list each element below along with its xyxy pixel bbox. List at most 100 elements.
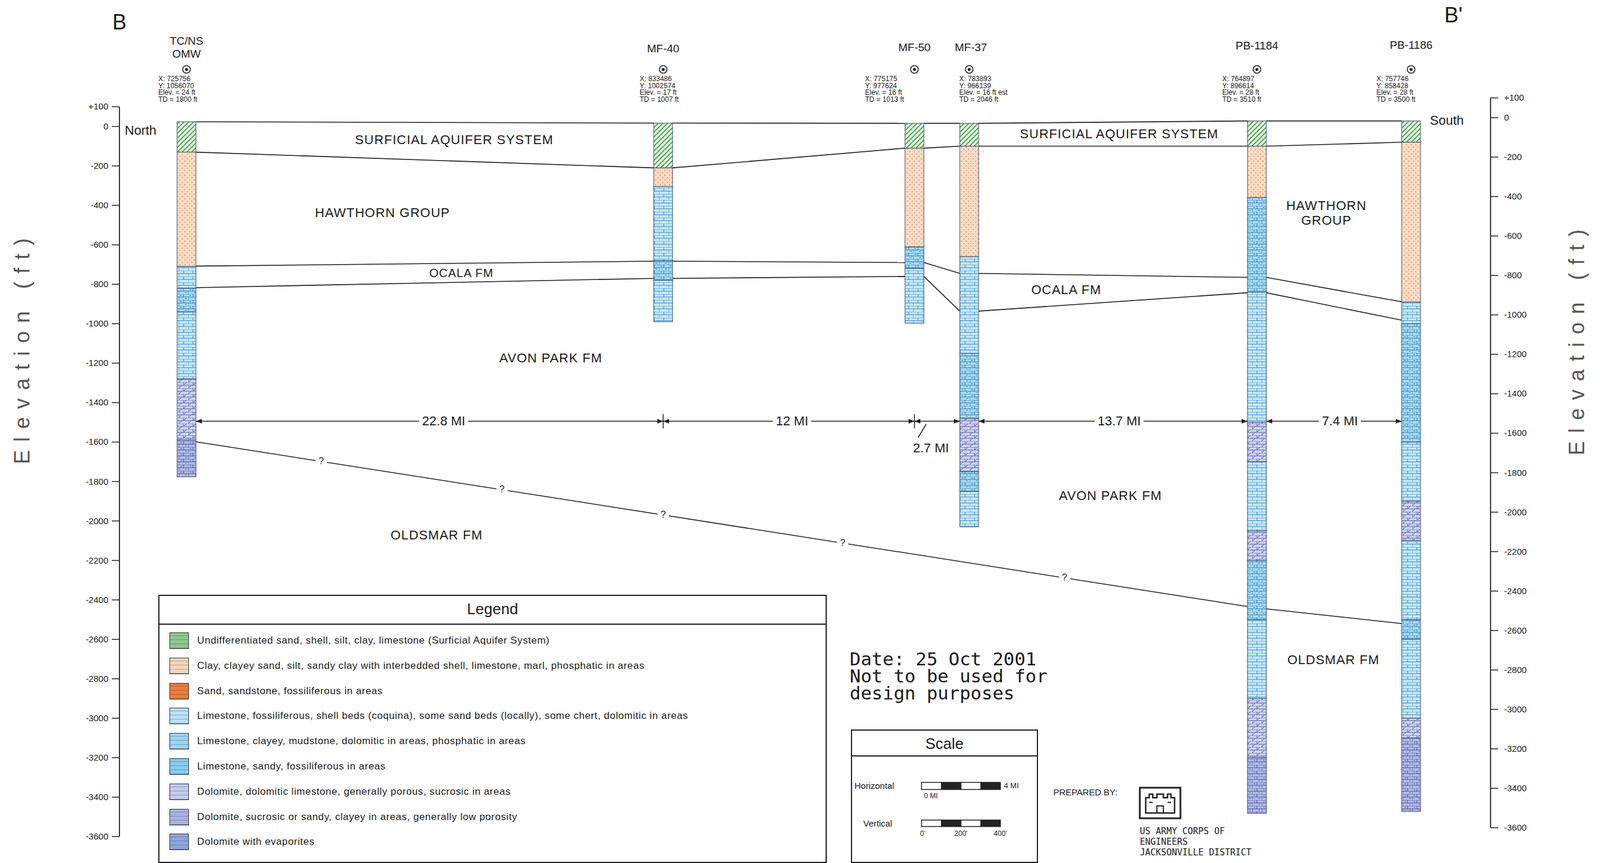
scale-label: 4 MI	[1003, 782, 1019, 791]
scale-label: Horizontal	[854, 780, 895, 791]
axis-tick	[111, 639, 120, 641]
lithology-column	[959, 418, 979, 472]
legend-text: Undifferentiated sand, shell, silt, clay…	[197, 634, 550, 647]
formation-boundary	[672, 122, 906, 124]
formation-boundary	[978, 121, 1248, 124]
dimension-tick	[913, 414, 916, 429]
lithology-column	[959, 471, 979, 492]
well-symbol	[965, 65, 974, 74]
axis-tick-label: -1200	[1504, 349, 1527, 360]
date-note: Date: 25 Oct 2001 Not to be used for des…	[849, 650, 1054, 703]
axis-tick-label: -3200	[85, 752, 109, 763]
lithology-column	[1247, 757, 1267, 814]
formation-boundary	[923, 122, 960, 125]
axis-tick-label: -400	[90, 200, 109, 211]
lithology-column	[177, 440, 196, 477]
dimension-line	[914, 420, 960, 422]
well-name: PB-1186	[1389, 38, 1433, 52]
axis-tick-label: -200	[90, 160, 109, 171]
axis-tick	[1490, 787, 1499, 790]
lithology-column	[653, 186, 673, 261]
axis-tick-label: -1800	[1504, 467, 1527, 478]
scale-label: Vertical	[863, 818, 893, 829]
formation-boundary	[978, 273, 1248, 278]
lithology-column	[905, 123, 924, 149]
formation-boundary	[923, 146, 960, 149]
title-rule	[852, 755, 1037, 757]
uncertain-mark: ?	[837, 537, 849, 549]
dimension-tick	[662, 414, 664, 429]
formation-boundary	[923, 262, 960, 274]
axis-tick-label: -3000	[85, 713, 109, 724]
lithology-column	[959, 491, 979, 527]
axis-tick	[1490, 393, 1499, 395]
axis-tick-label: -200	[1504, 151, 1522, 162]
lithology-column	[177, 152, 196, 267]
lithology-column	[1247, 422, 1267, 462]
lithology-column	[1247, 619, 1267, 699]
formation-boundary	[672, 276, 906, 279]
axis-tick	[1490, 117, 1499, 119]
axis-tick	[111, 757, 120, 759]
lithology-column	[1247, 121, 1267, 147]
axis-tick-label: -600	[90, 240, 109, 251]
title-rule	[159, 623, 826, 625]
lithology-column	[1401, 639, 1421, 719]
axis-tick	[111, 106, 120, 108]
well-coordinate: TD = 3500 ft	[1376, 95, 1416, 105]
inferred-contact	[195, 441, 1248, 607]
axis-tick	[1490, 274, 1499, 276]
formation-name: OLDSMAR FM	[1287, 652, 1380, 668]
axis-tick-label: -1000	[85, 318, 109, 329]
well-coordinate: TD = 3510 ft	[1222, 95, 1262, 105]
axis-tick	[111, 717, 120, 720]
formation-name: AVON PARK FM	[499, 350, 603, 366]
lithology-column	[959, 353, 979, 419]
formation-boundary	[978, 145, 1248, 148]
lithology-column	[1247, 560, 1267, 621]
inferred-contact	[1266, 609, 1402, 624]
lithology-column	[177, 311, 196, 379]
axis-tick	[111, 283, 120, 285]
axis-tick	[111, 836, 120, 838]
formation-name: OCALA FM	[1028, 282, 1104, 298]
legend-text: Limestone, fossiliferous, shell beds (co…	[197, 710, 688, 723]
well-symbol	[1255, 67, 1259, 71]
well-coordinate: TD = 2046 ft	[959, 95, 999, 105]
axis-tick-label: -1600	[85, 437, 109, 448]
distance-label: 2.7 MI	[912, 440, 949, 456]
box-title: Legend	[159, 600, 826, 619]
axis-tick-label: -3000	[1504, 704, 1527, 715]
axis-tick-label: -2800	[85, 673, 109, 684]
well-name: TC/NS OMW	[165, 34, 208, 61]
legend-swatch	[169, 707, 189, 725]
distance-label: 7.4 MI	[1318, 413, 1361, 429]
axis-tick-label: -2200	[85, 555, 109, 566]
lithology-column	[905, 247, 924, 269]
lithology-column	[1401, 301, 1421, 324]
axis-tick-label: -3400	[1504, 783, 1527, 794]
axis-tick-label: -1400	[1504, 388, 1527, 399]
legend-text: Dolomite with evaporites	[197, 836, 315, 849]
axis-tick-label: -1800	[85, 476, 109, 487]
axis-tick	[1490, 511, 1499, 514]
formation-boundary	[195, 152, 654, 169]
axis-tick	[1490, 195, 1499, 198]
axis-tick-label: 0	[1504, 112, 1509, 123]
well-coordinate: TD = 1007 ft	[639, 95, 679, 105]
axis-tick	[111, 796, 120, 798]
axis-tick	[1490, 472, 1499, 474]
axis-tick	[1490, 433, 1499, 435]
axis-tick	[111, 560, 120, 562]
formation-name: OCALA FM	[426, 266, 497, 281]
axis-tick-label: -3200	[1504, 743, 1527, 754]
scale-label: 200'	[954, 830, 968, 839]
legend-text: Limestone, sandy, fossiliferous in areas	[197, 760, 386, 773]
axis-tick	[1490, 590, 1499, 592]
axis-tick-label: -1400	[85, 397, 109, 408]
formation-boundary	[195, 278, 654, 288]
formation-name: SURFICIAL AQUIFER SYSTEM	[1019, 126, 1219, 142]
lithology-column	[1401, 718, 1421, 739]
axis-tick	[111, 481, 120, 483]
legend-swatch	[169, 783, 189, 801]
